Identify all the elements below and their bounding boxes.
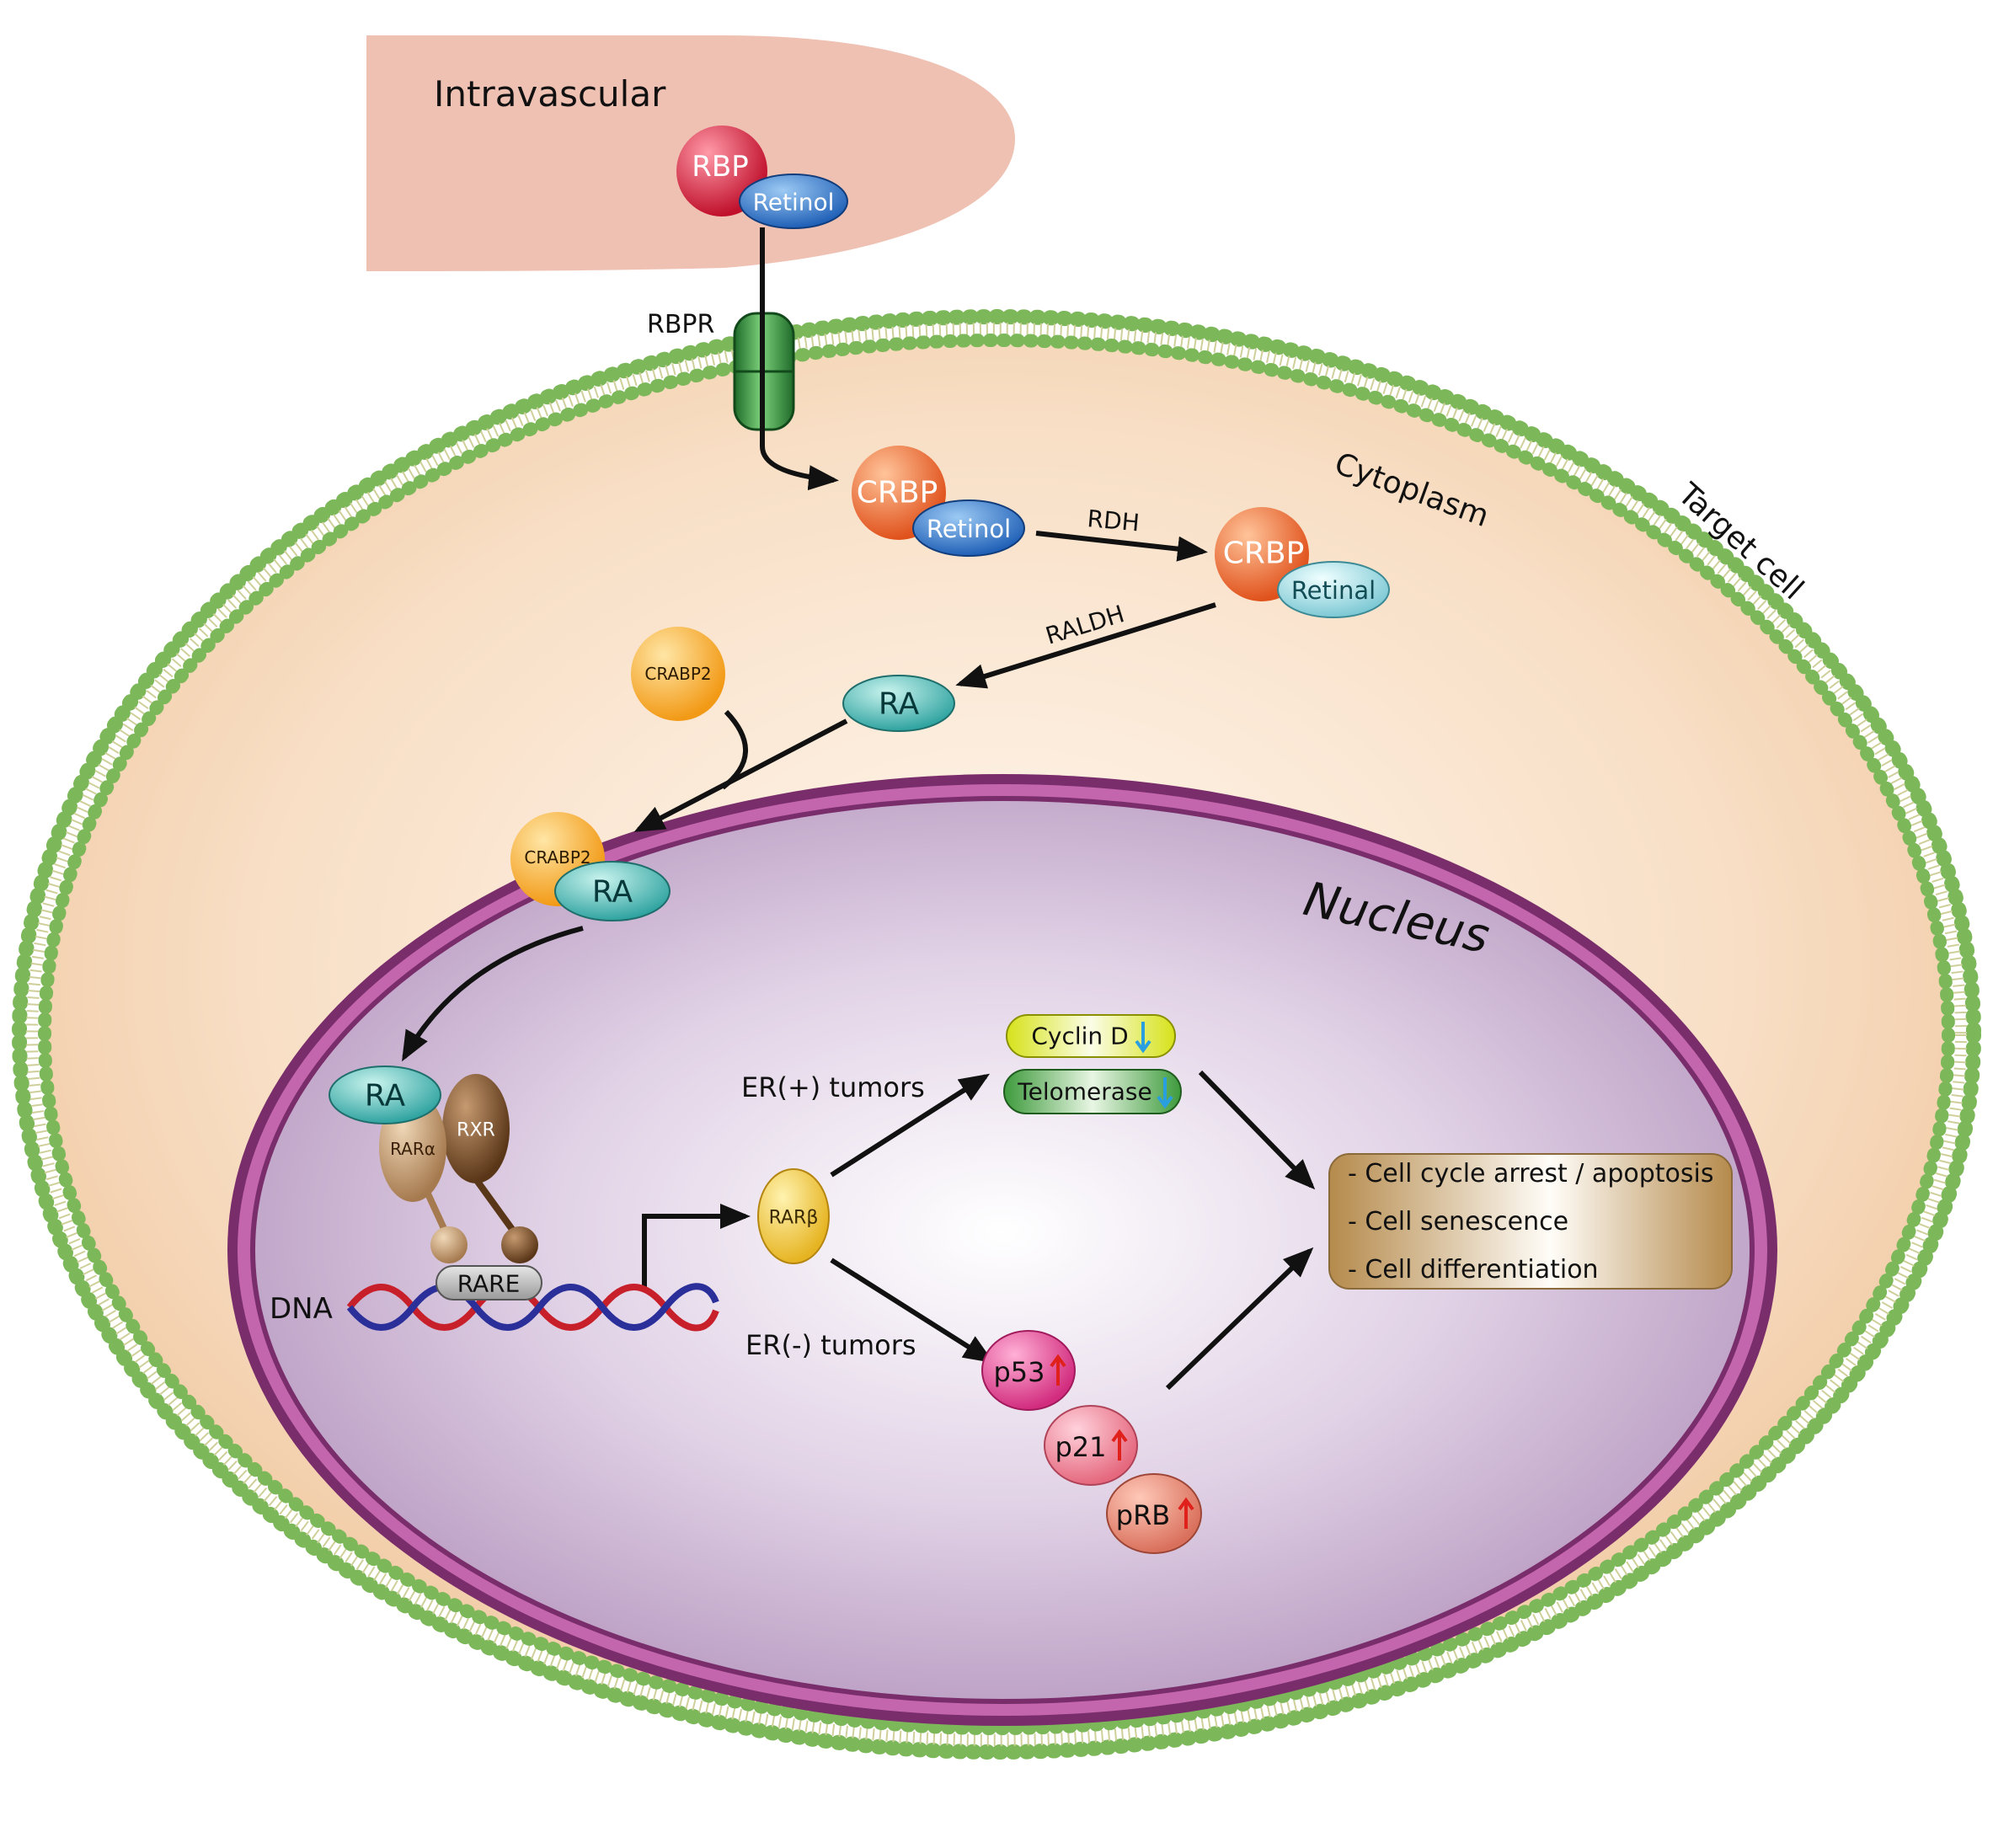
rar-alpha-dna-binding (430, 1226, 468, 1263)
arrow-rdh (1035, 531, 1208, 562)
cyclin-d-label: Cyclin D (1031, 1023, 1128, 1050)
telomerase-down-arrow (1157, 1077, 1173, 1109)
rxr-protein (442, 1074, 510, 1183)
p21-up-arrow (1111, 1429, 1128, 1461)
arrow-ra-to-crabp2 (633, 718, 848, 832)
retinol-blood (739, 174, 848, 229)
intravascular-label: Intravascular (434, 73, 666, 115)
dna-label: DNA (270, 1292, 333, 1326)
nucleus (250, 796, 1755, 1704)
rar-beta-protein (757, 1168, 830, 1264)
prb-protein (1106, 1473, 1202, 1554)
p21-protein (1044, 1405, 1138, 1486)
p53-up-arrow (1050, 1354, 1066, 1386)
cell-membrane-outer (12, 309, 1981, 1760)
retinal-molecule (1277, 561, 1390, 618)
outcome-item-2: - Cell senescence (1348, 1207, 1568, 1236)
rbpr-label: RBPR (647, 310, 714, 339)
ra-bound-label: RA (592, 875, 633, 910)
p53-protein (981, 1330, 1076, 1411)
outcome-item-1: - Cell cycle arrest / apoptosis (1348, 1159, 1713, 1188)
cyclin-d-box (1006, 1014, 1176, 1058)
retinal-label: Retinal (1291, 576, 1376, 605)
crabp2-free (631, 627, 725, 721)
telomerase-label: Telomerase (1017, 1078, 1151, 1106)
rdh-label: RDH (1086, 505, 1141, 537)
rare-element (435, 1265, 542, 1301)
p21-label: p21 (1055, 1431, 1106, 1463)
rar-alpha-label: RARα (390, 1139, 435, 1159)
cyclin-d-down-arrow (1135, 1022, 1151, 1054)
ra-bound (554, 861, 671, 921)
cell-membrane-tails (26, 323, 1967, 1746)
outcomes-box (1328, 1153, 1733, 1290)
rxr-dna-binding (501, 1226, 538, 1263)
crbp-label-1: CRBP (857, 476, 938, 510)
arrow-cyclin-outcome (1198, 1070, 1316, 1190)
arrow-p53-outcome (1165, 1247, 1314, 1391)
arrow-er-pos (830, 1073, 991, 1178)
arrow-er-neg (830, 1258, 995, 1364)
prb-label: pRB (1116, 1499, 1171, 1531)
ra-nuclear (329, 1066, 441, 1124)
retinol-blood-label: Retinol (753, 189, 835, 216)
rxr-label: RXR (457, 1120, 495, 1141)
arrow-transcription (642, 1204, 751, 1287)
telomerase-box (1003, 1069, 1182, 1114)
retinol-cytoplasm-label: Retinol (927, 515, 1011, 543)
er-positive-label: ER(+) tumors (741, 1071, 925, 1103)
retinol-cytoplasm (912, 499, 1025, 557)
outcome-item-3: - Cell differentiation (1348, 1255, 1599, 1285)
rar-beta-label: RARβ (769, 1208, 819, 1229)
arrow-ra-into-nucleus (402, 926, 584, 1062)
ra-nuclear-label: RA (365, 1079, 406, 1114)
arrow-retinol-uptake (760, 227, 839, 491)
rxr-stalk (473, 1177, 519, 1236)
er-negative-label: ER(-) tumors (745, 1329, 916, 1361)
dna-helix (346, 1283, 719, 1332)
ra-free (842, 675, 955, 732)
arrow-raldh (955, 602, 1216, 689)
p53-label: p53 (993, 1356, 1045, 1388)
rare-label: RARE (457, 1270, 521, 1298)
crabp2-bound-label: CRABP2 (524, 847, 590, 868)
ra-free-label: RA (879, 687, 920, 722)
rbp-label: RBP (692, 150, 748, 184)
crbp-label-2: CRBP (1223, 537, 1305, 571)
prb-up-arrow (1178, 1497, 1194, 1529)
crabp2-free-label: CRABP2 (644, 664, 711, 684)
